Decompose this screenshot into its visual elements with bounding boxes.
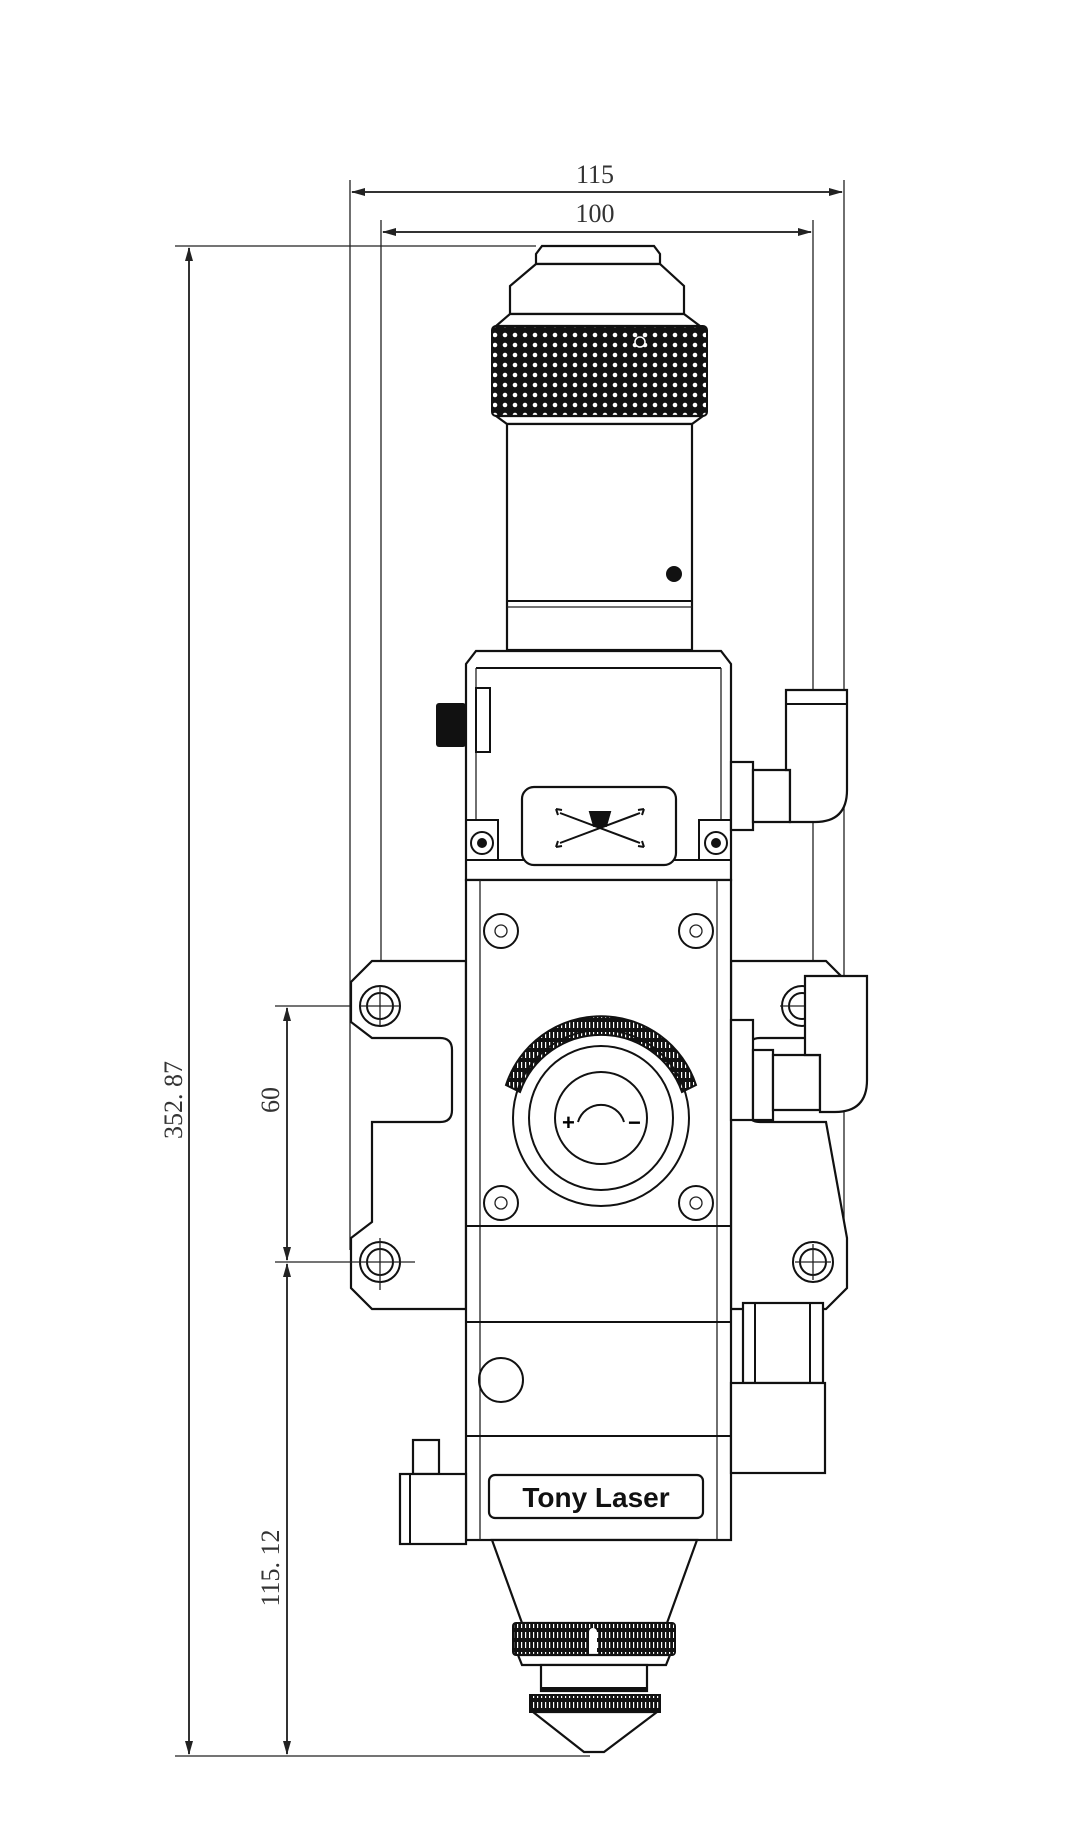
dimension-label-100: 100	[576, 199, 615, 228]
knob-marker	[634, 336, 646, 348]
set-screw-icon	[666, 566, 682, 582]
dial-minus-label: −	[628, 1110, 641, 1135]
top-connector	[493, 244, 704, 328]
dimension-hole-spacing: 60	[256, 1005, 355, 1263]
dimension-label-60: 60	[256, 1087, 285, 1113]
adjust-screw[interactable]	[470, 831, 494, 855]
mounting-plate	[349, 959, 849, 1311]
knurled-focus-knob[interactable]	[491, 325, 708, 417]
focus-dial[interactable]: + −	[504, 1015, 698, 1207]
indicator-port	[478, 1357, 524, 1403]
brand-label: Tony Laser	[522, 1482, 669, 1513]
body-screw	[483, 913, 519, 949]
dimension-hole-to-tip: 115. 12	[256, 1263, 291, 1755]
dial-plus-label: +	[562, 1110, 575, 1135]
collimator-tube	[505, 422, 694, 652]
centering-arrows-icon	[555, 808, 645, 848]
dimension-overall-height: 352. 87	[159, 245, 590, 1757]
mounting-hole	[359, 985, 401, 1027]
lower-gas-fitting	[729, 974, 869, 1122]
side-fitting-left	[398, 1438, 468, 1546]
adjust-screw[interactable]	[704, 831, 728, 855]
body-screw	[678, 1185, 714, 1221]
body-screw	[678, 913, 714, 949]
dimension-mount-width: 100	[380, 199, 814, 980]
upper-block	[436, 649, 733, 882]
mounting-hole	[350, 1238, 415, 1290]
brand-label-plate: Tony Laser	[487, 1473, 705, 1520]
upper-gas-fitting	[729, 688, 849, 832]
dimension-label-115: 115	[576, 160, 614, 189]
nozzle-assembly	[490, 1538, 699, 1754]
main-body	[464, 878, 733, 1542]
body-screw	[483, 1185, 519, 1221]
mounting-hole	[792, 1241, 834, 1283]
dimension-label-115-12: 115. 12	[256, 1529, 285, 1606]
side-knob[interactable]	[436, 703, 466, 747]
dimension-label-352-87: 352. 87	[159, 1061, 188, 1139]
sensor-connector	[729, 1301, 827, 1475]
